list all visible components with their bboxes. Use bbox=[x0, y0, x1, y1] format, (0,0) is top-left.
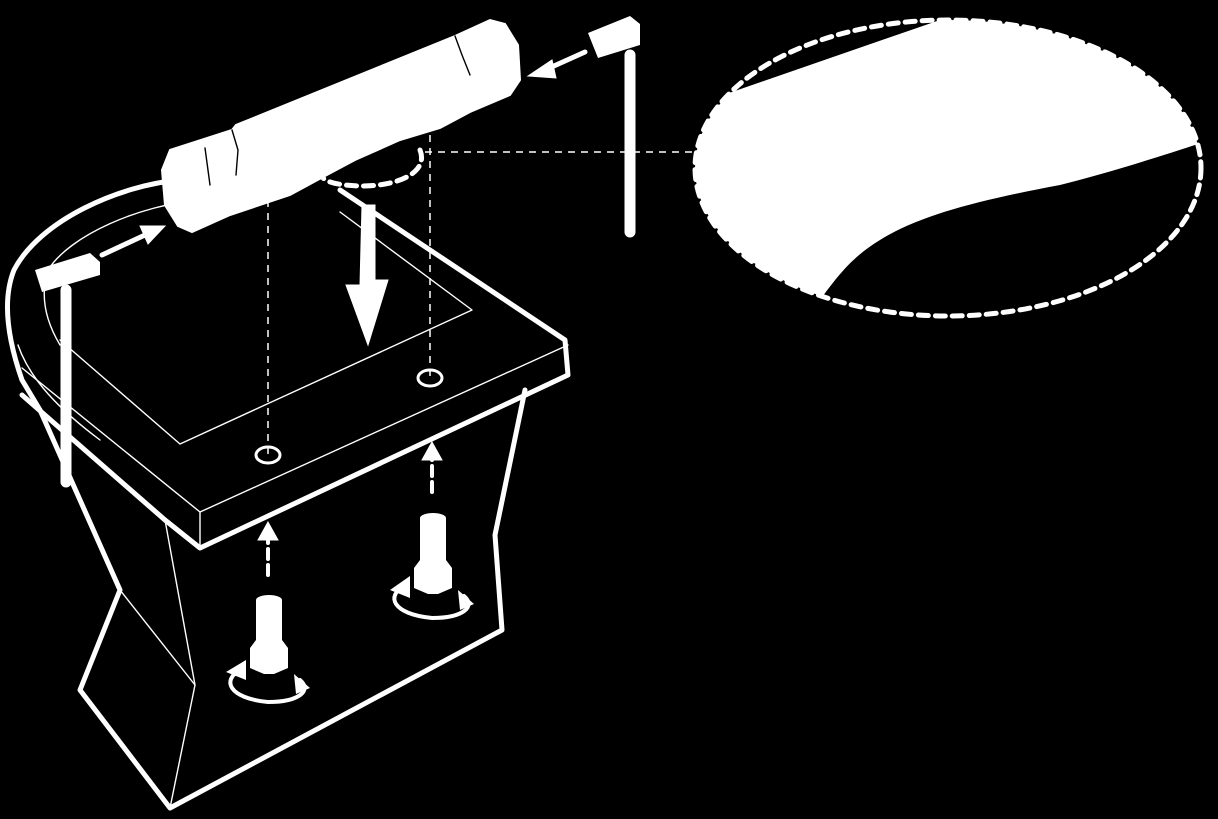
guide-lines bbox=[267, 135, 700, 455]
screw bbox=[390, 513, 474, 620]
direction-arrow-icon bbox=[99, 49, 588, 577]
roller-part bbox=[160, 18, 522, 234]
base-housing bbox=[5, 177, 571, 811]
pin-left bbox=[35, 253, 100, 488]
detail-marker bbox=[319, 147, 425, 189]
detail-zoom-view bbox=[692, 17, 1204, 319]
pin-right bbox=[588, 16, 640, 238]
screw bbox=[226, 595, 310, 704]
